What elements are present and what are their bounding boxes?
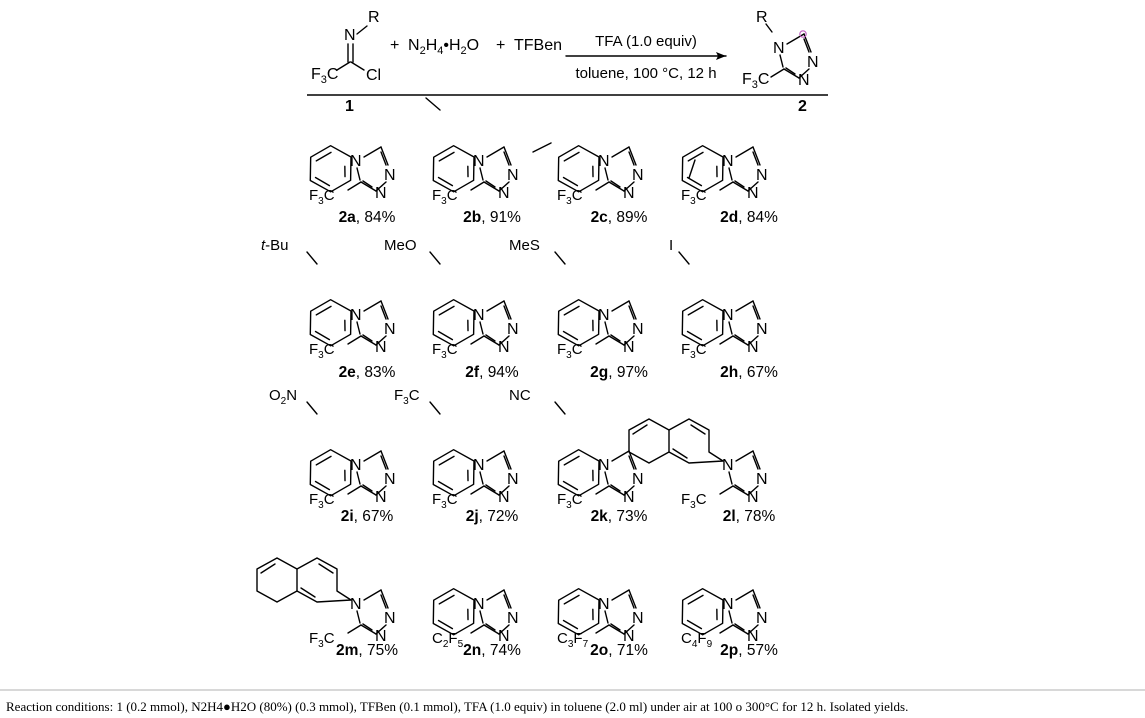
compound-2f: MeO F3C 2f, 94% [384,237,520,381]
compound-label: 2b, 91% [463,209,521,226]
product-triazole: R F3C 2 [742,9,820,115]
yield-value: , 84% [738,209,778,226]
compound-label: 2j, 72% [466,508,519,525]
perfluoroalkyl-group: F3C [681,491,707,511]
svg-text:F3C: F3C [742,71,769,91]
reagent-tfben: TFBen [514,37,562,54]
substituent-2k: NC [509,387,531,404]
perfluoroalkyl-group: F3C [432,187,458,207]
perfluoroalkyl-group: F3C [432,341,458,361]
svg-text:+: + [390,37,399,54]
perfluoroalkyl-group: F3C [681,187,707,207]
substituent-2e: t-Bu [261,237,289,254]
compound-label: 2o, 71% [590,642,648,659]
perfluoroalkyl-group: F3C [557,491,583,511]
svg-text:R: R [756,9,768,26]
compound-label: 2f, 94% [465,364,519,381]
compound-2b: F3C 2b, 91% [422,97,521,226]
compound-2k: NC F3C 2k, 73% [509,387,648,525]
yield-value: , 72% [479,508,519,525]
yield-value: , 67% [354,508,394,525]
table-footnote: Reaction conditions: 1 (0.2 mmol), N2H4●… [6,699,909,714]
naphthyl-ring [256,557,352,603]
perfluoroalkyl-group: F3C [309,341,335,361]
compound-label: 2m, 75% [336,642,398,659]
start-label: 1 [345,98,354,115]
compound-label: 2h, 67% [720,364,778,381]
yield-value: , 74% [481,642,521,659]
svg-text:+: + [496,37,505,54]
nitro-group: O2N [269,387,297,407]
product-label: 2 [798,98,807,115]
compound-label: 2c, 89% [591,209,648,226]
compound-label: 2n, 74% [463,642,521,659]
compound-label: 2p, 57% [720,642,778,659]
yield-value: , 84% [356,209,396,226]
perfluoroalkyl-group: C3F7 [557,630,589,650]
reaction-equation: N R F3C Cl 1 + N2H4•H2O + TFBen TFA (1.0… [311,9,820,115]
yield-value: , 83% [356,364,396,381]
yield-value: , 89% [608,209,648,226]
compound-label: 2d, 84% [720,209,778,226]
substituent-2g: MeS [509,237,540,254]
hydrazine-hydrate: N2H4•H2O [408,37,479,57]
compound-2p: C4F9 2p, 57% [671,581,778,659]
conditions-below: toluene, 100 °C, 12 h [575,65,716,82]
svg-text:Cl: Cl [366,67,381,84]
compound-label: 2a, 84% [339,209,396,226]
substituent-2f: MeO [384,237,417,254]
compound-2c: F3C 2c, 89% [532,138,648,226]
svg-text:N: N [344,27,356,44]
compound-2h: I F3C 2h, 67% [669,237,778,381]
perfluoroalkyl-group: F3C [557,187,583,207]
perfluoroalkyl-group: F3C [557,341,583,361]
naphthyl-ring [628,418,724,464]
compound-2l: F3C 2l, 78% [628,418,776,525]
svg-text:F3C: F3C [311,66,338,86]
yield-value: , 57% [738,642,778,659]
yield-value: , 75% [358,642,398,659]
perfluoroalkyl-group: F3C [309,491,335,511]
starting-imidoyl-chloride: N R F3C Cl 1 [311,9,381,115]
perfluoroalkyl-group: F3C [681,341,707,361]
substituent-2h: I [669,237,673,254]
compound-label: 2l, 78% [723,508,776,525]
perfluoroalkyl-group: C4F9 [681,630,713,650]
yield-value: , 91% [481,209,521,226]
perfluoroalkyl-group: C2F5 [432,630,464,650]
yield-value: , 94% [479,364,519,381]
yield-value: , 67% [738,364,778,381]
perfluoroalkyl-group: F3C [309,187,335,207]
conditions-above: TFA (1.0 equiv) [595,33,697,50]
perfluoroalkyl-group: F3C [432,491,458,511]
reaction-arrow: TFA (1.0 equiv) toluene, 100 °C, 12 h [565,33,727,82]
compound-label: 2e, 83% [339,364,396,381]
yield-value: , 78% [736,508,776,525]
compound-2d: F3C 2d, 84% [671,138,778,226]
compound-2j: F3C F3C 2j, 72% [394,387,520,525]
yield-value: , 97% [608,364,648,381]
svg-text:R: R [368,9,380,26]
yield-value: , 71% [608,642,648,659]
compound-label: 2i, 67% [341,508,394,525]
yield-value: , 73% [608,508,648,525]
cf3-group: F3C [394,387,420,407]
perfluoroalkyl-group: F3C [309,630,335,650]
compound-label: 2k, 73% [591,508,648,525]
compound-2g: MeS F3C 2g, 97% [509,237,648,381]
compound-label: 2g, 97% [590,364,648,381]
compound-2i: O2N F3C 2i, 67% [269,387,397,525]
